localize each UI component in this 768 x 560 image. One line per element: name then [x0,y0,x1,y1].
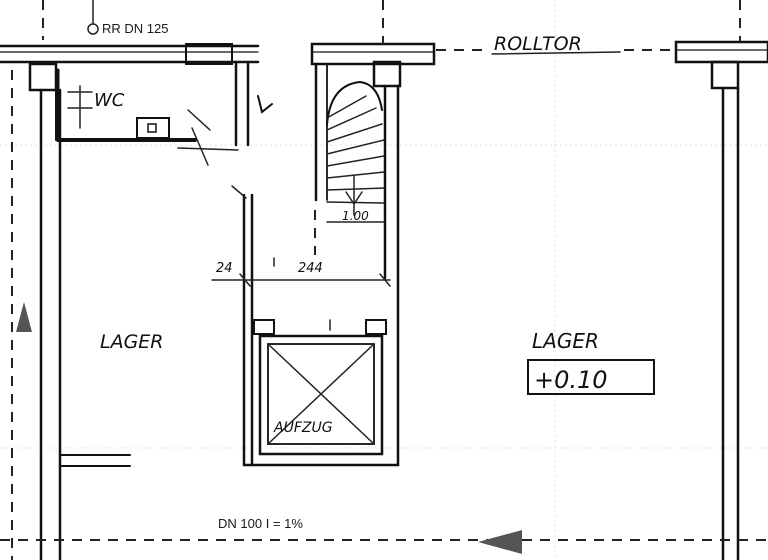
rolltor-label: ROLLTOR [494,33,582,55]
wc-room [56,60,273,166]
stair-step-label: 1.00 [342,209,369,223]
level-marker-box [527,359,655,395]
right-wall [710,60,740,560]
elevator-label: AUFZUG [273,420,333,436]
room-label-lager-right: LAGER [532,329,599,353]
left-wall [28,62,131,560]
elevator-shaft [253,319,387,456]
level-label: +0.10 [534,366,608,394]
rain-pipe-label: RR DN 125 [102,21,168,36]
drain-pipe-label: DN 100 I = 1% [218,516,303,531]
room-label-lager-left: LAGER [100,331,164,353]
axis-lines [11,0,741,560]
flow-arrow-left [478,530,522,554]
stair-core [231,60,402,467]
dimension-line [211,257,391,287]
drain-pipe [0,302,768,554]
top-wall [0,40,768,66]
dimension-right-label: 244 [298,261,323,276]
flow-arrow-up [16,302,32,332]
wc-label: WC [94,90,125,111]
rain-pipe-marker [87,0,99,35]
dimension-left-label: 24 [216,261,233,276]
